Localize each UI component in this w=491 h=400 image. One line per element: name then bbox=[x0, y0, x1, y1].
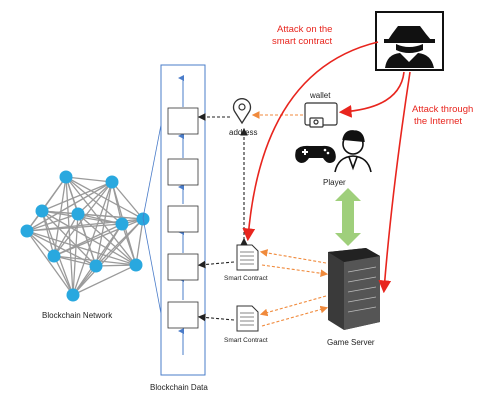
chain-blocks bbox=[167, 107, 199, 329]
block-1 bbox=[167, 107, 199, 135]
network-edge bbox=[77, 213, 137, 266]
network-edge bbox=[121, 223, 137, 266]
player-icon bbox=[334, 130, 372, 173]
attack-internet-label-line2: the Internet bbox=[414, 116, 462, 127]
contract2-to-block-arrow bbox=[197, 313, 235, 322]
network-node bbox=[47, 249, 61, 263]
network-edge bbox=[53, 176, 67, 257]
hacker-icon bbox=[375, 11, 444, 71]
network-edge bbox=[53, 255, 74, 296]
network-edge bbox=[95, 181, 113, 267]
wallet-label: wallet bbox=[309, 91, 331, 100]
blockchain-data-label: Blockchain Data bbox=[150, 383, 208, 392]
player-label: Player bbox=[323, 178, 346, 187]
network-node bbox=[66, 288, 80, 302]
blockchain-network-graph bbox=[20, 170, 150, 302]
network-edge bbox=[77, 181, 113, 215]
smart-contract-label-2: Smart Contract bbox=[224, 337, 268, 344]
server-icon bbox=[328, 248, 380, 330]
network-edge bbox=[72, 223, 123, 296]
network-edge bbox=[135, 218, 144, 266]
network-edge bbox=[26, 230, 74, 296]
network-edge bbox=[95, 264, 137, 267]
network-edge bbox=[26, 213, 79, 232]
block-2 bbox=[167, 158, 199, 186]
network-edge bbox=[26, 230, 137, 266]
network-edge bbox=[26, 230, 97, 267]
block-4 bbox=[167, 253, 199, 281]
network-nodes bbox=[20, 170, 150, 302]
player-server-link bbox=[335, 188, 361, 246]
blockchain-network-label: Blockchain Network bbox=[42, 311, 113, 320]
network-node bbox=[89, 259, 103, 273]
network-edge bbox=[26, 181, 113, 232]
attack-arrows bbox=[242, 41, 411, 294]
contract1-to-server-b bbox=[261, 264, 329, 278]
wallet-icon bbox=[304, 102, 338, 128]
network-node bbox=[20, 224, 34, 238]
attack-internet-label-line1: Attack through bbox=[412, 104, 473, 115]
network-node bbox=[105, 175, 119, 189]
network-edge bbox=[65, 176, 113, 183]
network-edge bbox=[111, 181, 144, 220]
network-edge bbox=[53, 213, 79, 257]
network-edge bbox=[41, 210, 55, 257]
network-edge bbox=[41, 210, 137, 266]
network-edge bbox=[77, 213, 144, 220]
contract2-to-server-b bbox=[261, 305, 329, 327]
dashed-flows bbox=[197, 111, 329, 327]
address-label: address bbox=[229, 128, 257, 137]
network-edges bbox=[26, 176, 144, 296]
attack-contract-label-line1: Attack on the bbox=[277, 24, 332, 35]
network-edge bbox=[72, 264, 137, 296]
address-pin-icon bbox=[232, 98, 252, 125]
network-edge bbox=[41, 181, 113, 212]
game-server-label: Game Server bbox=[327, 338, 375, 347]
gamepad-icon bbox=[295, 145, 336, 163]
document-icon-2 bbox=[236, 305, 259, 332]
network-edge bbox=[72, 218, 144, 296]
network-edge bbox=[65, 176, 144, 220]
server-to-contract2-a bbox=[259, 295, 327, 317]
network-node bbox=[59, 170, 73, 184]
network-node bbox=[115, 217, 129, 231]
network-edge bbox=[41, 210, 97, 267]
attack-contract-label-line2: smart contract bbox=[272, 36, 333, 47]
attack-wallet-arrow bbox=[338, 71, 405, 118]
server-to-contract1-a bbox=[259, 249, 327, 264]
block-3 bbox=[167, 205, 199, 233]
network-node bbox=[35, 204, 49, 218]
attack-internet-arrow bbox=[378, 71, 411, 294]
attack-contract-arrow bbox=[242, 41, 379, 242]
network-node bbox=[129, 258, 143, 272]
block-5 bbox=[167, 301, 199, 329]
network-edge bbox=[53, 255, 97, 267]
network-node bbox=[71, 207, 85, 221]
smart-contract-label-1: Smart Contract bbox=[224, 275, 268, 282]
document-icon bbox=[236, 244, 259, 271]
contract1-to-block-arrow bbox=[197, 260, 235, 269]
